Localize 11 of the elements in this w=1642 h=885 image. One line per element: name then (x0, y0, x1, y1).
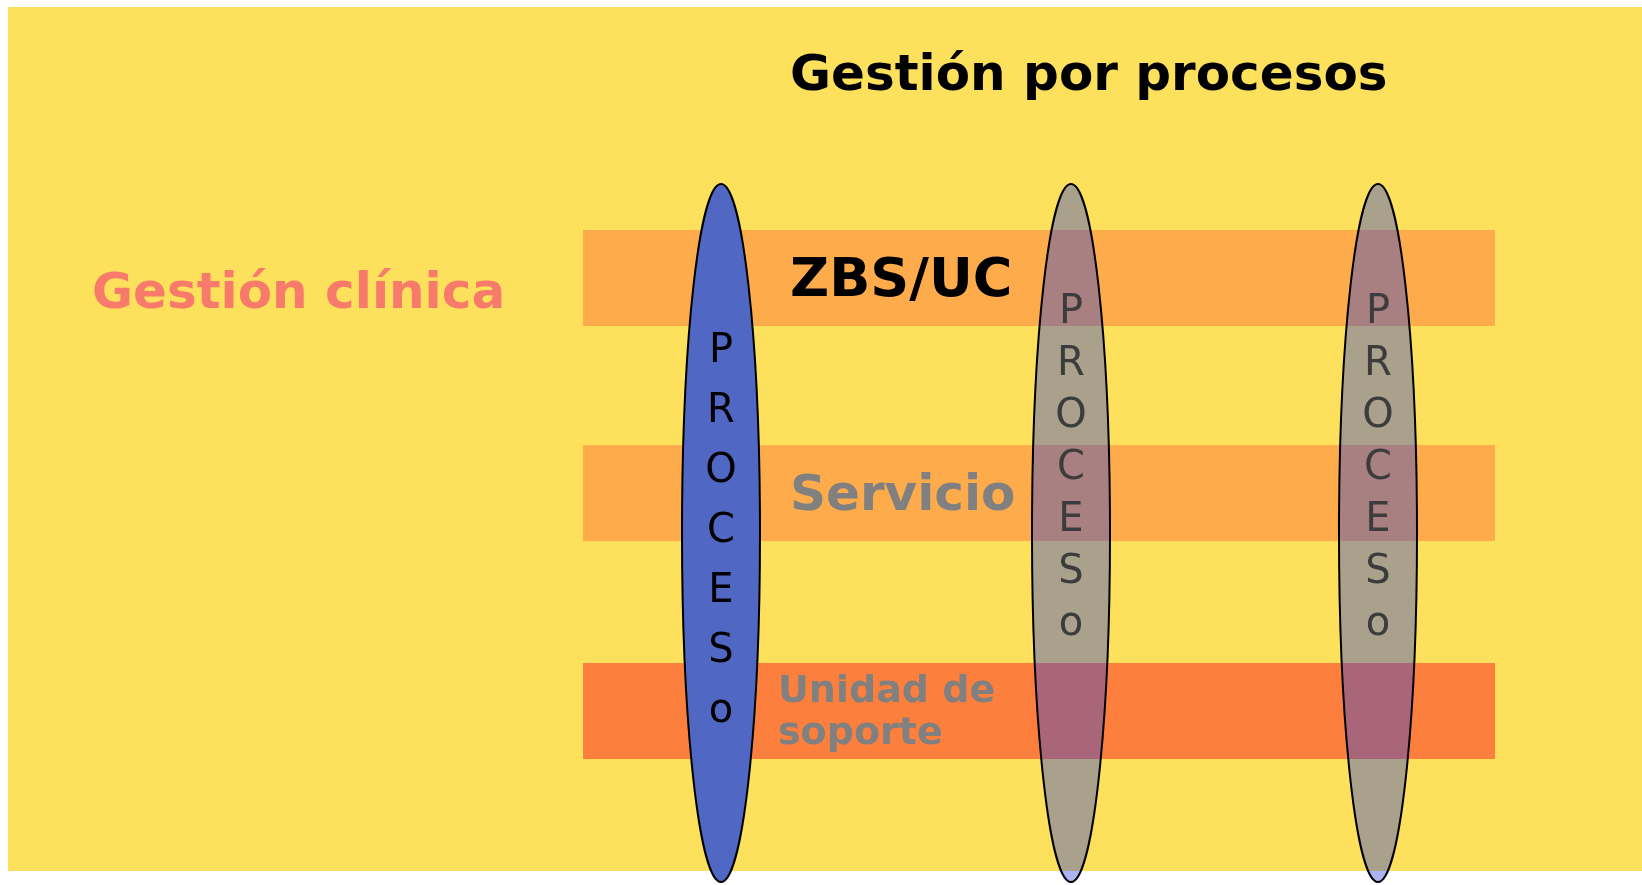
band (583, 445, 1495, 541)
band-label: Unidad de soporte (778, 669, 997, 753)
band (583, 230, 1495, 326)
vertical-label: PROCESo (704, 324, 738, 733)
band-label: Servicio (790, 465, 1016, 521)
vertical-label: PROCESo (1361, 285, 1395, 646)
band (583, 663, 1495, 759)
vertical-label: PROCESo (1054, 285, 1088, 646)
side-label: Gestión clínica (92, 262, 506, 320)
band-label: ZBS/UC (790, 248, 1013, 308)
title: Gestión por procesos (790, 44, 1388, 102)
